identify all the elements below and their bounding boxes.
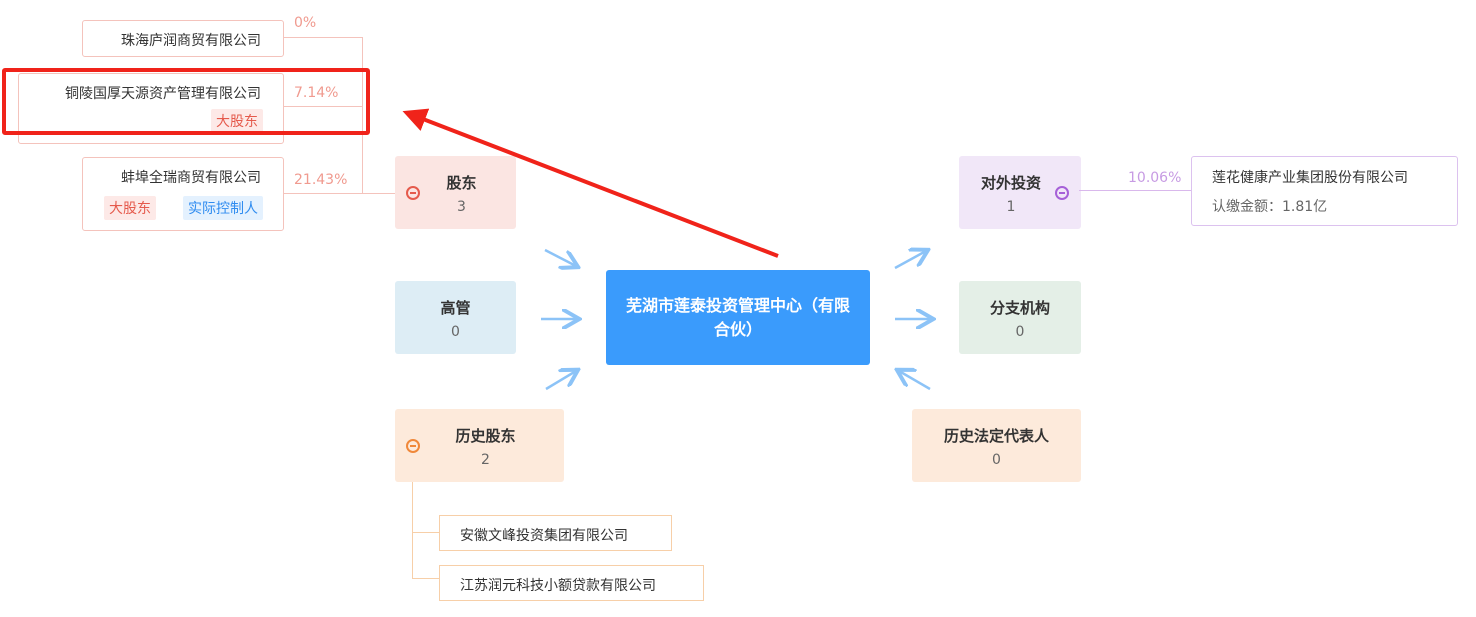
executives-node[interactable]: 高管 0 [395,281,516,354]
node-count: 0 [1015,324,1025,340]
shareholders-node[interactable]: 股东 3 [395,156,516,229]
arrow-icon [894,251,926,270]
actual-controller-tag: 实际控制人 [183,196,263,220]
shareholder-pct: 7.14% [294,85,339,101]
shareholder-card[interactable]: 珠海庐润商贸有限公司 [82,20,284,57]
node-count: 0 [992,452,1001,468]
history-shareholder-item[interactable]: 安徽文峰投资集团有限公司 [439,515,672,551]
node-label: 分支机构 [989,299,1050,317]
arrow-icon [544,248,576,266]
shareholder-pct: 21.43% [294,172,348,188]
collapse-icon[interactable] [1055,186,1069,200]
history-legal-rep-node[interactable]: 历史法定代表人 0 [912,409,1081,482]
investment-amount: 认缴金额：1.81亿 [1212,199,1328,215]
node-count: 1 [1006,199,1016,215]
major-shareholder-tag: 大股东 [211,109,263,133]
red-annotation-arrow [402,108,779,258]
history-shareholder-item[interactable]: 江苏润元科技小额贷款有限公司 [439,565,704,601]
arrow-icon [545,371,576,391]
node-label: 历史法定代表人 [943,427,1049,445]
node-count: 2 [481,452,490,468]
node-count: 0 [451,324,460,340]
investment-pct: 10.06% [1128,170,1182,186]
company-center-node[interactable]: 芜湖市莲泰投资管理中心（有限合伙） [606,270,870,365]
investment-card[interactable]: 莲花健康产业集团股份有限公司 认缴金额：1.81亿 [1191,156,1458,226]
node-label: 对外投资 [980,174,1041,192]
node-count: 3 [457,199,466,215]
node-label: 股东 [446,174,477,192]
highlight-rectangle [2,68,370,135]
investments-node[interactable]: 对外投资 1 [959,156,1081,229]
investment-company-name[interactable]: 莲花健康产业集团股份有限公司 [1212,170,1408,186]
shareholder-card[interactable]: 蚌埠全瑞商贸有限公司 大股东 实际控制人 [82,157,284,231]
branches-node[interactable]: 分支机构 0 [959,281,1081,354]
collapse-icon[interactable] [406,186,420,200]
shareholder-name[interactable]: 蚌埠全瑞商贸有限公司 [121,170,261,186]
major-shareholder-tag: 大股东 [104,196,156,220]
node-label: 历史股东 [455,427,516,445]
collapse-icon[interactable] [406,439,420,453]
company-name: 芜湖市莲泰投资管理中心（有限合伙） [625,296,850,339]
shareholder-name[interactable]: 铜陵国厚天源资产管理有限公司 [65,86,261,102]
shareholder-pct: 0% [294,15,317,31]
shareholder-name[interactable]: 珠海庐润商贸有限公司 [121,33,261,49]
history-shareholders-node[interactable]: 历史股东 2 [395,409,564,482]
node-label: 高管 [440,299,471,317]
arrow-icon [899,371,931,391]
